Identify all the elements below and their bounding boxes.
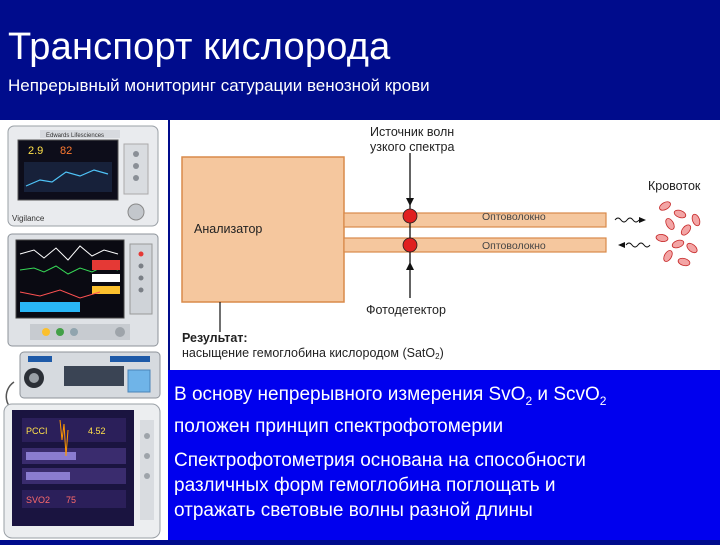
fiber-label-top: Оптоволокно [482,211,546,223]
monitor-model: Vigilance [12,214,45,223]
arrow-up-icon [406,262,414,270]
oximetry-module [5,351,161,413]
monitor-photos: Edwards Lifesciences 2.9 82 Vigilance [0,120,168,540]
optical-fiber-top [343,212,607,228]
analyzer-box [181,156,345,303]
optical-fiber-bottom [343,237,607,253]
red-blood-cells-icon [655,201,701,267]
source-label-2: узкого спектра [370,140,455,154]
monitor-value-a: 2.9 [28,145,43,157]
vigilance-monitor: Edwards Lifesciences 2.9 82 Vigilance [7,125,159,227]
monitor-brand: Edwards Lifesciences [46,133,104,139]
monitor-label-b: SVO2 [26,495,50,505]
paragraph-spectrophotometry: Спектрофотометрия основана на способност… [174,450,586,521]
monitor-illustrations: Edwards Lifesciences 2.9 82 Vigilance [3,125,161,539]
explanation-panel: В основу непрерывного измерения SvO2 и S… [168,370,720,540]
wave-out-arrow-icon [639,217,646,223]
wave-in-icon [625,242,651,248]
fiber-label-bottom: Оптоволокно [482,240,546,252]
slide-subtitle: Непрерывный мониторинг сатурации венозно… [8,76,430,95]
monitor-label-a: PCCI [26,426,48,436]
result-text: насыщение гемоглобина кислородом (SatO2) [182,346,444,361]
monitor-value-b: 82 [60,145,72,157]
paragraph-principle: В основу непрерывного измерения SvO2 и S… [174,384,607,437]
wave-out-icon [614,217,640,223]
bloodflow-label: Кровоток [648,179,701,193]
detector-receiver [402,237,418,253]
monitor-value-b2: 75 [66,495,76,505]
diagram-svg: Источник волн узкого спектра Анализатор … [181,125,701,361]
source-label: Источник волн [370,125,454,139]
spectrophotometry-diagram: Источник волн узкого спектра Анализатор … [170,120,720,370]
arrow-down-icon [406,198,414,206]
monitor-value-a2: 4.52 [88,426,106,436]
vigileo-monitor: PCCI 4.52 SVO2 75 [3,403,161,539]
bedside-monitor [7,233,159,347]
analyzer-label: Анализатор [194,222,262,236]
wave-in-arrow-icon [618,242,625,248]
result-label: Результат: [182,331,248,345]
photodetector-label: Фотодетектор [366,303,446,317]
source-emitter [402,208,418,224]
slide-title: Транспорт кислорода [8,26,391,68]
